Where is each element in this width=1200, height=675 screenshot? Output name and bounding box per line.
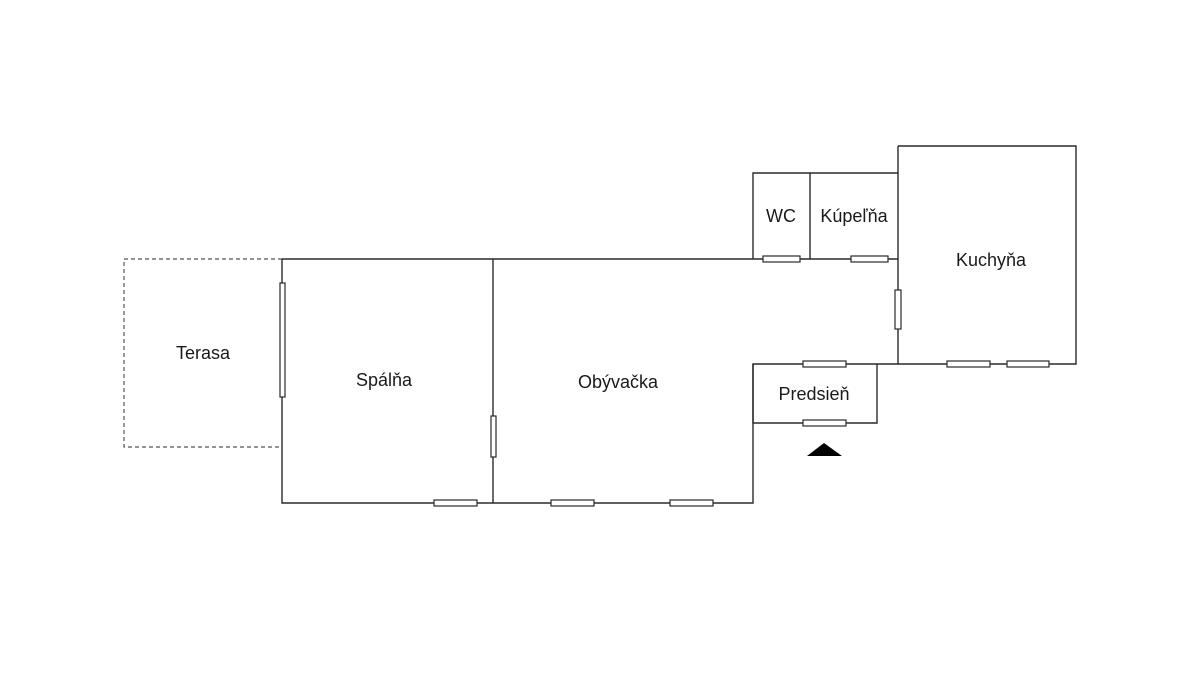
room-label-wc: WC	[766, 206, 796, 226]
door-entrance	[802, 419, 847, 427]
window-obyvacka-bottom-2	[669, 499, 714, 507]
door-predsien-top	[802, 360, 847, 368]
window-kuchyna-bottom-1	[946, 360, 991, 368]
window-obyvacka-bottom-1	[550, 499, 595, 507]
door-spalna-obyvacka	[490, 415, 497, 458]
window-kuchyna-bottom-2	[1006, 360, 1050, 368]
outer-wall-main	[281, 259, 898, 504]
wc-kupelna-walls	[752, 172, 898, 259]
entrance-arrow-icon	[807, 443, 842, 456]
door-kupelna	[850, 255, 889, 263]
terasa-outline	[123, 258, 282, 448]
door-kuchyna	[894, 289, 902, 330]
window-spalna-bottom	[433, 499, 478, 507]
room-label-obyvacka: Obývačka	[578, 372, 659, 392]
room-label-kupelna: Kúpeľňa	[820, 206, 888, 226]
window-terasa-door	[279, 282, 286, 398]
room-label-kuchyna: Kuchyňa	[956, 250, 1027, 270]
room-label-terasa: Terasa	[176, 343, 231, 363]
door-wc	[762, 255, 801, 263]
room-label-spalna: Spálňa	[356, 370, 413, 390]
room-label-predsien: Predsieň	[778, 384, 849, 404]
